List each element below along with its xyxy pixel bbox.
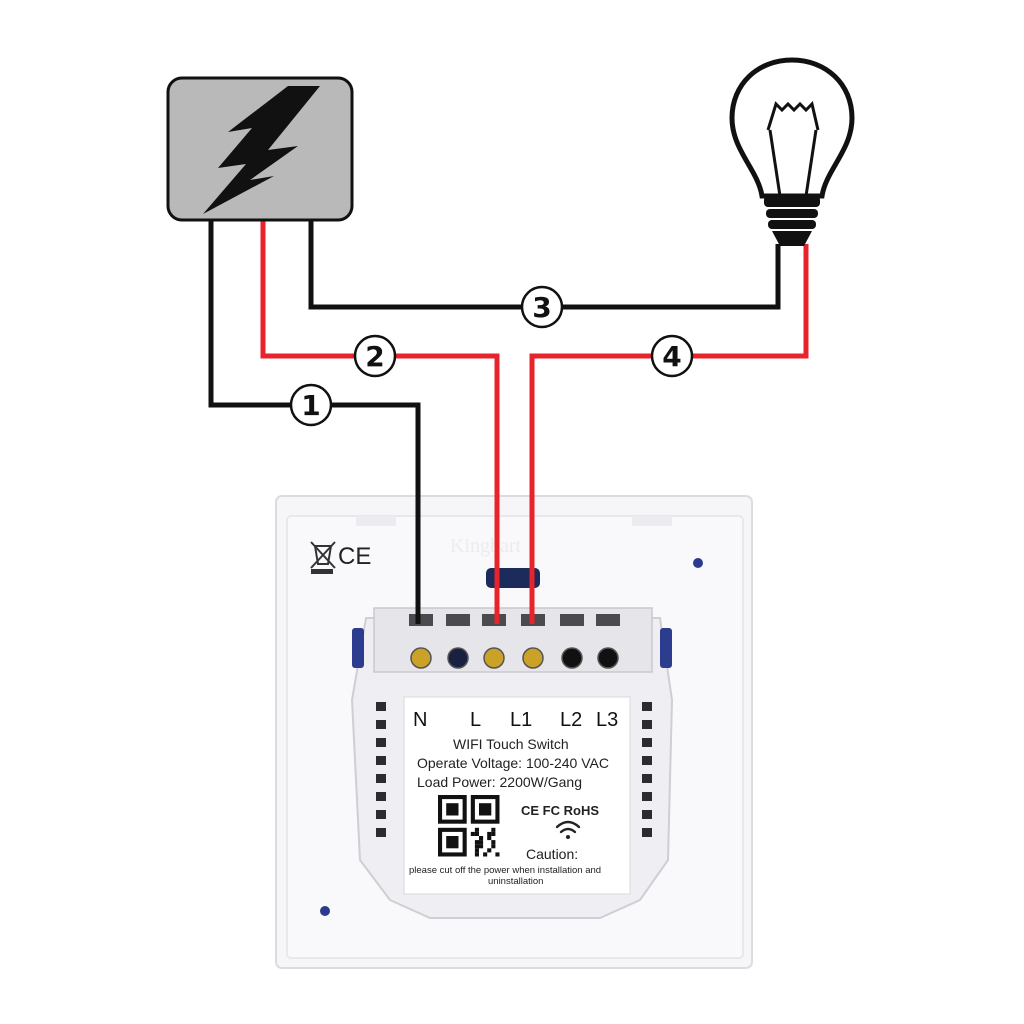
vent-slot bbox=[642, 738, 652, 747]
mounting-dot-bottom bbox=[320, 906, 330, 916]
terminal-screw bbox=[597, 647, 619, 669]
terminal-block bbox=[409, 614, 620, 669]
qr-module bbox=[491, 844, 496, 849]
vent-slot bbox=[642, 774, 652, 783]
wire-number-1: 1 bbox=[301, 389, 320, 422]
terminal-slot bbox=[596, 614, 620, 626]
qr-module bbox=[474, 848, 479, 853]
wire-number-4: 4 bbox=[662, 340, 681, 373]
ce-mark: CE bbox=[338, 543, 372, 570]
qr-module bbox=[474, 852, 479, 857]
product-label bbox=[403, 696, 631, 895]
terminal-label-l2: L2 bbox=[560, 709, 583, 731]
qr-module bbox=[491, 831, 496, 836]
qr-module bbox=[491, 840, 496, 845]
qr-module bbox=[474, 840, 479, 845]
light-bulb-icon bbox=[729, 57, 855, 246]
qr-module bbox=[474, 827, 479, 832]
module-vents bbox=[376, 702, 652, 837]
terminal-screw bbox=[483, 647, 505, 669]
vent-slot bbox=[376, 738, 386, 747]
vent-slot bbox=[642, 756, 652, 765]
label-load: Load Power: 2200W/Gang bbox=[417, 774, 582, 790]
weee-bin-icon bbox=[310, 541, 336, 574]
qr-finder bbox=[446, 803, 459, 816]
lightning-bolt-icon bbox=[203, 86, 320, 214]
qr-module bbox=[495, 852, 500, 857]
wire-badges: 1 2 3 4 bbox=[289, 285, 694, 427]
qr-module bbox=[474, 844, 479, 849]
vent-slot bbox=[642, 792, 652, 801]
vent-slot bbox=[642, 720, 652, 729]
label-certs: CE FC RoHS bbox=[521, 803, 599, 818]
mounting-dot-top bbox=[693, 558, 703, 568]
qr-finder bbox=[446, 836, 459, 849]
terminal-slot bbox=[409, 614, 433, 626]
vent-slot bbox=[376, 828, 386, 837]
vent-slot bbox=[376, 756, 386, 765]
vent-slot bbox=[642, 702, 652, 711]
qr-finder bbox=[479, 803, 492, 816]
qr-code-icon bbox=[438, 795, 500, 857]
terminal-label-l: L bbox=[470, 709, 482, 731]
svg-text:Kingbart: Kingbart bbox=[450, 535, 522, 557]
terminal-label-l3: L3 bbox=[596, 709, 619, 731]
caution-title: Caution: bbox=[526, 846, 579, 862]
vent-slot bbox=[376, 774, 386, 783]
qr-module bbox=[470, 831, 475, 836]
qr-module bbox=[487, 848, 492, 853]
power-source-box bbox=[166, 76, 354, 222]
terminal-label-l1: L1 bbox=[510, 709, 533, 731]
vent-slot bbox=[376, 702, 386, 711]
qr-module bbox=[479, 836, 484, 841]
caution-line-1: please cut off the power when installati… bbox=[409, 865, 602, 876]
terminal-screw bbox=[447, 647, 469, 669]
wire-badge-4: 4 bbox=[650, 334, 694, 378]
qr-module bbox=[483, 852, 488, 857]
vent-slot bbox=[376, 792, 386, 801]
vent-slot bbox=[376, 720, 386, 729]
wire-badge-2: 2 bbox=[353, 334, 397, 378]
terminal-screw bbox=[522, 647, 544, 669]
wire-number-2: 2 bbox=[365, 340, 384, 373]
terminal-slot bbox=[560, 614, 584, 626]
wifi-icon bbox=[555, 820, 581, 839]
compliance-marks bbox=[310, 541, 336, 574]
terminal-label-n: N bbox=[413, 709, 428, 731]
vent-slot bbox=[642, 828, 652, 837]
terminal-screw bbox=[410, 647, 432, 669]
terminal-slot bbox=[482, 614, 506, 626]
qr-module bbox=[474, 831, 479, 836]
terminal-slot bbox=[446, 614, 470, 626]
wire-badge-1: 1 bbox=[289, 383, 333, 427]
label-title: WIFI Touch Switch bbox=[453, 736, 569, 752]
wire-number-3: 3 bbox=[532, 291, 551, 324]
qr-module bbox=[491, 827, 496, 832]
qr-module bbox=[479, 840, 484, 845]
label-voltage: Operate Voltage: 100-240 VAC bbox=[417, 755, 609, 771]
qr-module bbox=[487, 831, 492, 836]
vent-slot bbox=[642, 810, 652, 819]
vent-slot bbox=[376, 810, 386, 819]
caution-line-2: uninstallation bbox=[488, 876, 544, 887]
qr-module bbox=[487, 836, 492, 841]
qr-module bbox=[479, 844, 484, 849]
terminal-screw bbox=[561, 647, 583, 669]
wire-badge-3: 3 bbox=[520, 285, 564, 329]
